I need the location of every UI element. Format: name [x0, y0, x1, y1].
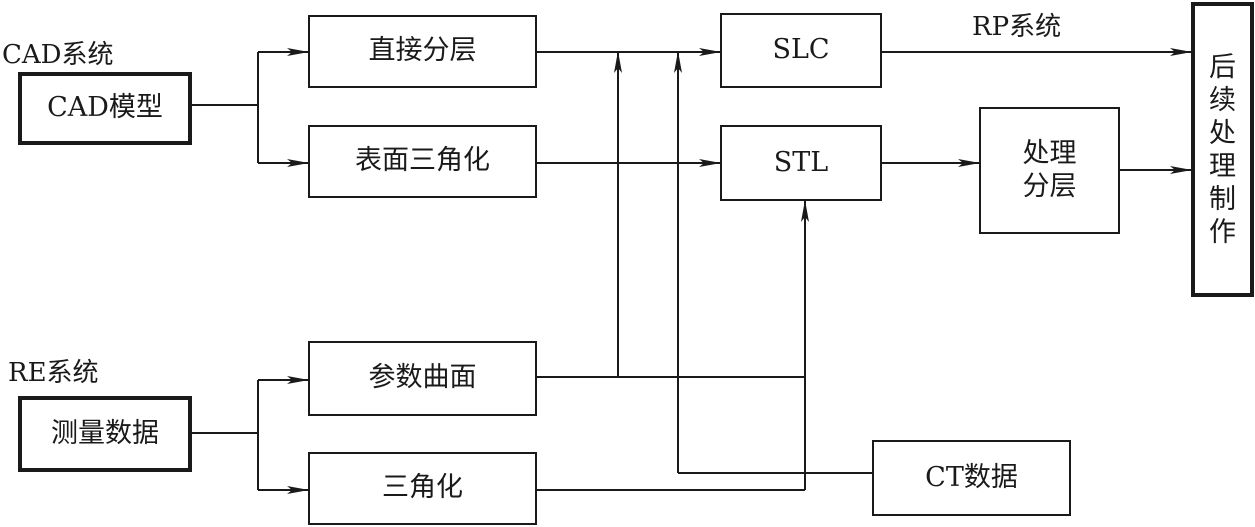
post-processing-char: 理 [1209, 150, 1236, 182]
rp-system-label: RP系统 [972, 12, 1062, 42]
post-processing-char: 制 [1209, 183, 1236, 215]
processing-slicing-line2: 分层 [1022, 170, 1077, 202]
post-processing-text: 后续处理制作 [1209, 54, 1236, 246]
slc-box: SLC [720, 13, 882, 88]
cad-model-box: CAD模型 [18, 72, 192, 145]
surface-triangulation-box: 表面三角化 [308, 125, 537, 198]
post-processing-char: 后 [1209, 51, 1236, 83]
post-processing-char: 续 [1209, 84, 1236, 116]
cad-branch-line [192, 52, 259, 106]
triangulation-box: 三角化 [308, 452, 537, 525]
ct-data-box: CT数据 [872, 440, 1071, 516]
stl-box: STL [720, 125, 882, 201]
post-processing-box: 后续处理制作 [1191, 2, 1254, 297]
re-branch-line [192, 380, 259, 434]
direct-slicing-box: 直接分层 [308, 15, 537, 88]
post-processing-char: 处 [1209, 117, 1236, 149]
processing-slicing-box: 处理 分层 [979, 107, 1120, 234]
measurement-data-box: 测量数据 [18, 396, 192, 472]
re-system-label: RE系统 [8, 358, 99, 388]
post-processing-char: 作 [1209, 216, 1236, 248]
processing-slicing-line1: 处理 [1022, 138, 1077, 170]
parametric-surface-box: 参数曲面 [308, 341, 537, 416]
cad-system-label: CAD系统 [2, 40, 114, 70]
